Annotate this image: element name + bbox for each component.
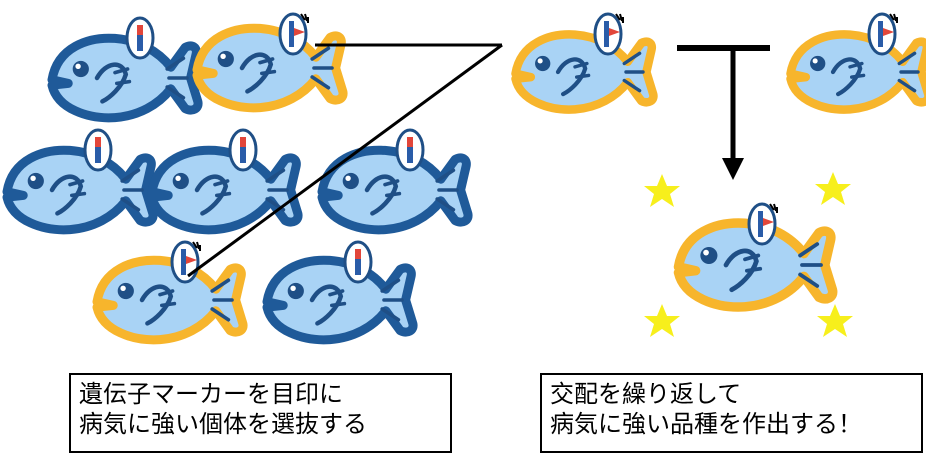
star-icon: [815, 172, 851, 205]
star-icon: [644, 174, 680, 207]
cross-arrowhead: [722, 158, 744, 180]
star-icon: [644, 304, 680, 337]
offspring-fish: [679, 204, 833, 307]
selected-fish-parent-a: [197, 14, 343, 108]
caption-selection-line-2: 病気に強い個体を選抜する: [79, 409, 450, 439]
wild-fish-3: [152, 130, 298, 230]
caption-breeding-line-2: 病気に強い品種を作出する！: [550, 409, 921, 439]
star-icon: [817, 304, 853, 337]
cross-parent-left: [516, 14, 654, 110]
caption-breeding-line-1: 交配を繰り返して: [550, 379, 921, 409]
selected-fish-parent-b: [97, 242, 243, 340]
wild-fish-1: [52, 18, 198, 118]
wild-fish-4: [322, 130, 468, 230]
caption-selection: 遺伝子マーカーを目印に 病気に強い個体を選抜する: [69, 373, 452, 453]
caption-selection-line-1: 遺伝子マーカーを目印に: [79, 379, 450, 409]
wild-fish-2: [7, 130, 153, 230]
wild-fish-5: [267, 242, 413, 340]
cross-parent-right: [791, 14, 926, 110]
caption-breeding: 交配を繰り返して 病気に強い品種を作出する！: [540, 373, 923, 453]
